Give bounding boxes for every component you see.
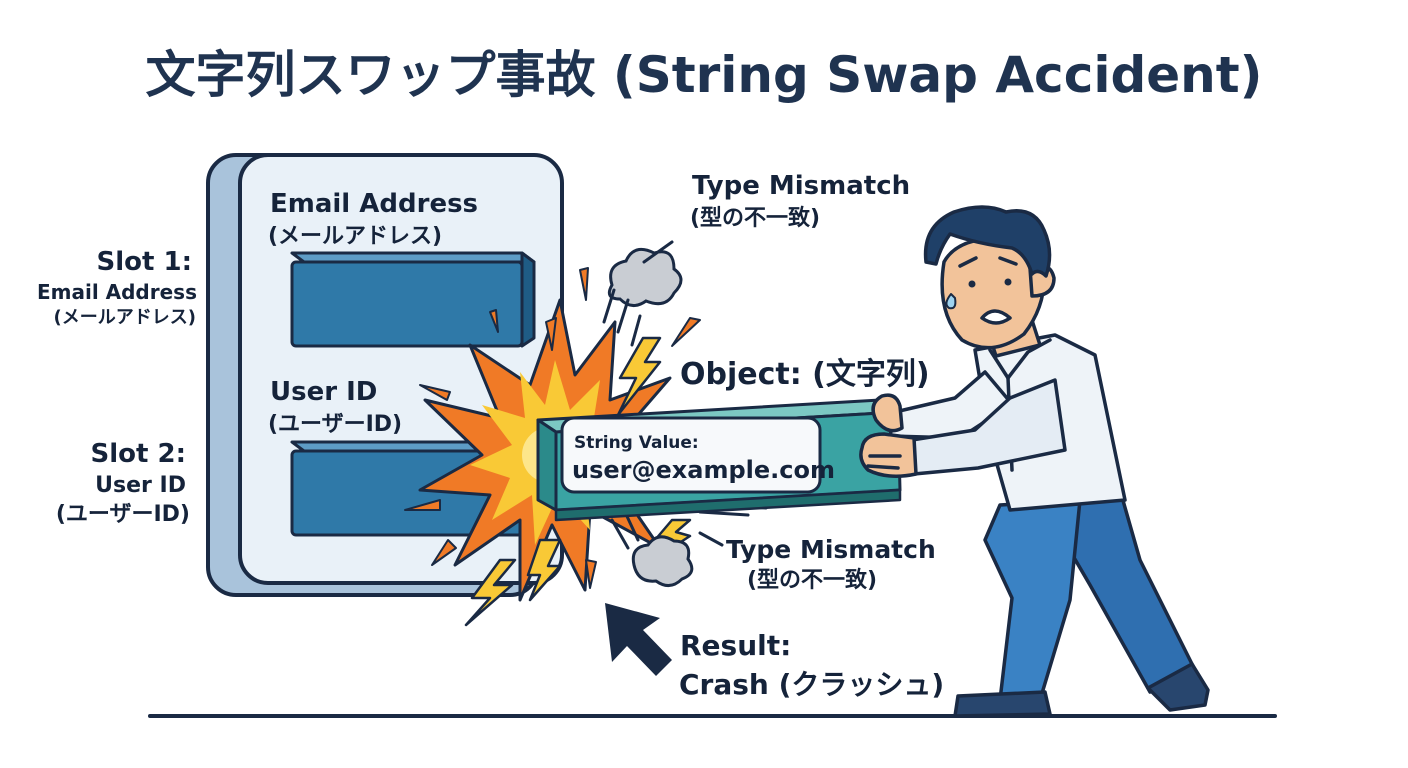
- string-value-label: String Value:: [574, 433, 699, 453]
- slot1-sublabel: (メールアドレス): [54, 307, 196, 328]
- string-object-beam: String Value: user@example.com: [536, 398, 902, 522]
- person-leg-front: [983, 498, 1082, 702]
- slot1-name: Email Address: [37, 280, 197, 304]
- mismatch-bottom-line1: Type Mismatch: [726, 535, 936, 564]
- result-detail: Crash (クラッシュ): [679, 668, 944, 701]
- person-hand-back: [871, 393, 904, 433]
- field1-sublabel: (メールアドレス): [268, 224, 442, 249]
- person-mouth: [980, 309, 1012, 325]
- person-brows: [958, 256, 1018, 268]
- slot2-sublabel: (ユーザーID): [56, 502, 190, 527]
- slot1-heading: Slot 1:: [97, 247, 192, 277]
- person-shoe-front: [953, 690, 1052, 718]
- mismatch-top-line2: (型の不一致): [690, 205, 820, 231]
- slot2-name: User ID: [95, 473, 186, 498]
- person-hair: [923, 205, 1052, 278]
- mismatch-bottom-line2: (型の不一致): [747, 567, 877, 593]
- string-value-box: [560, 416, 822, 494]
- object-label: Object: (文字列): [680, 357, 930, 392]
- person-illustration: [859, 205, 1210, 718]
- field2-sublabel: (ユーザーID): [268, 412, 402, 437]
- page-title: 文字列スワップ事故 (String Swap Accident): [145, 46, 1262, 104]
- arrow-icon: [605, 603, 672, 676]
- person-sweat-drop: [945, 293, 957, 310]
- field1-label: Email Address: [270, 189, 478, 219]
- field2-label: User ID: [270, 377, 377, 407]
- person-eye-left: [968, 280, 976, 288]
- string-value-text: user@example.com: [572, 456, 835, 484]
- beam-front: [536, 418, 558, 512]
- result-heading: Result:: [680, 629, 791, 662]
- person-eye-right: [1004, 278, 1012, 286]
- mismatch-top-line1: Type Mismatch: [692, 171, 910, 201]
- beam-bottom-edge: [554, 488, 902, 522]
- field1-slot: [290, 251, 536, 348]
- smoke-puff-icon: [607, 247, 694, 587]
- slot2-heading: Slot 2:: [91, 439, 186, 469]
- person-shoe-back: [1146, 662, 1210, 712]
